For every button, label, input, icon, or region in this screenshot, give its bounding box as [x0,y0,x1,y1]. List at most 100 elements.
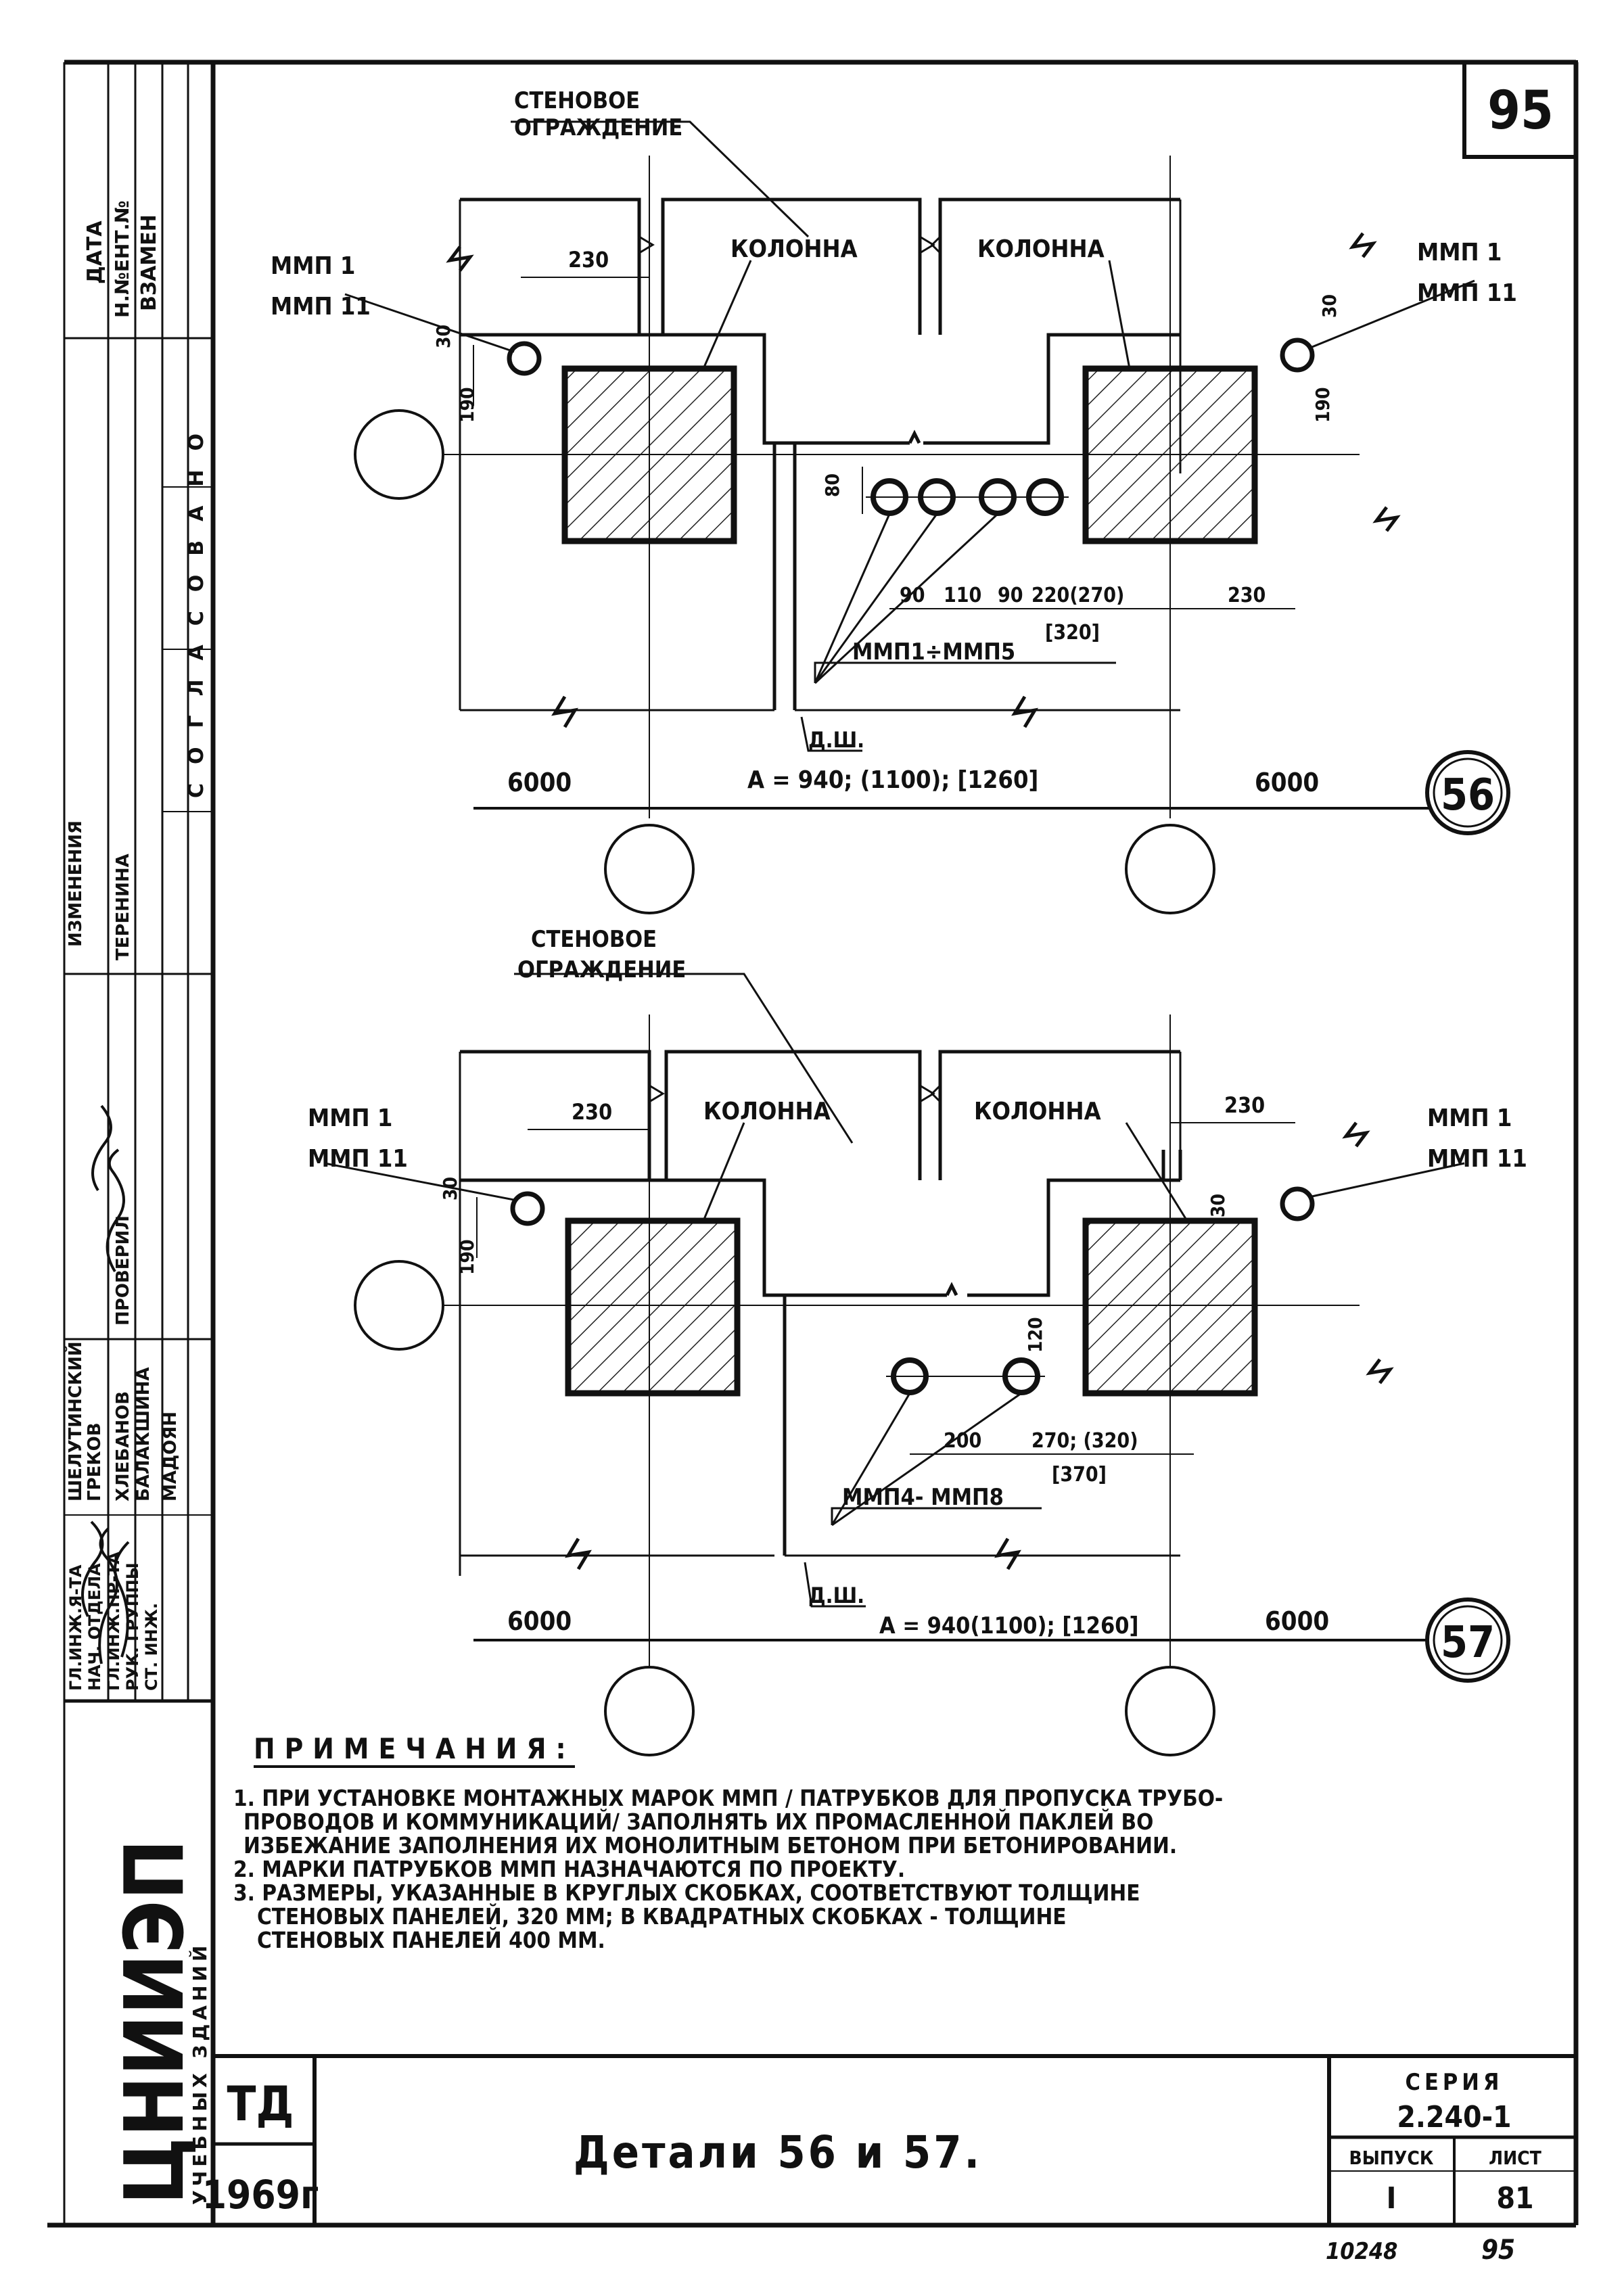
institute-sub: УЧЕБНЫХ ЗДАНИЙ [188,1942,211,2205]
wall-label-57-2: ОГРАЖДЕНИЕ [517,956,686,983]
checker-name: ТЕРЕНИНА [113,854,133,960]
change-label: ИЗМЕНЕНИЯ [66,820,86,947]
span-56-left: 6000 [507,768,572,797]
dim-57-30-right: 30 [1207,1194,1229,1217]
span-57-left: 6000 [507,1606,572,1636]
dim-56-30-right: 30 [1318,294,1341,318]
column-label-57-right: КОЛОННА [974,1098,1101,1125]
detail-number-56-text: 56 [1441,770,1495,820]
mark-57-right-1: ММП 1 [1427,1104,1512,1132]
mark-56-left-2: ММП 11 [271,293,371,321]
dim-56-s1: 90 [900,584,925,607]
dim-57-30-left: 30 [439,1177,461,1200]
dim-57-200: 200 [944,1429,981,1453]
dim-56-s5: 230 [1228,584,1266,607]
dim-57-230-left: 230 [572,1099,612,1125]
institute-name: ЦНИИЭП [108,1839,202,2205]
dim-56-30-left: 30 [432,325,455,348]
leaders-57 [324,973,1465,1608]
role-3: ГЛ.ИНЖ.ПР-ТА [104,1552,123,1691]
tb-issue-value: I [1387,2181,1397,2216]
axis-lines-56 [426,156,1434,818]
wall-label-56-2: ОГРАЖДЕНИЕ [514,114,682,141]
column-57-left [565,1217,741,1397]
role-1: ГЛ.ИНЖ.Я-ТА [66,1564,85,1691]
sidebar-header-inv: Н.№ЕНТ.№ [111,200,133,318]
axis-bubble-56-bottom-right [1125,824,1215,914]
tb-series-label: СЕРИЯ [1406,2069,1504,2096]
note-line-6: СТЕНОВЫХ ПАНЕЛЕЙ, 320 ММ; В КВАДРАТНЫХ С… [257,1903,1067,1930]
dim-56-bracket: [320] [1045,621,1100,645]
dims-57 [476,1122,1295,1455]
pipe-56-right [1280,337,1315,373]
tb-issue-label: ВЫПУСК [1349,2147,1434,2169]
name-4: БАЛАКШИНА [133,1367,154,1501]
sidebar-header-replace: ВЗАМЕН [137,214,161,311]
dw-56: Д.Ш. [808,727,864,753]
notes: ПРИМЕЧАНИЯ: 1. ПРИ УСТАНОВКЕ МОНТАЖНЫХ М… [233,1732,1223,1953]
tb-series-value: 2.240-1 [1397,2100,1511,2135]
span-56-right: 6000 [1255,768,1319,797]
role-5: СТ. ИНЖ. [142,1603,161,1691]
pipe-marks-56: ММП1÷ММП5 [852,638,1015,666]
name-2: ГРЕКОВ [85,1422,105,1501]
axis-bubble-57-left [354,1260,444,1351]
axis-bubble-56-left [354,409,444,500]
span-57-right: 6000 [1265,1606,1329,1636]
dw-57: Д.Ш. [808,1583,864,1608]
tb-title: Детали 56 и 57. [574,2126,982,2178]
break-marks-56 [446,232,1401,728]
formula-57: А = 940(1100); [1260] [879,1612,1139,1639]
dim-57-bracket: [370] [1052,1463,1107,1487]
role-4: РУК. ГРУППЫ [123,1562,142,1691]
tb-sheet-label: ЛИСТ [1489,2147,1541,2169]
note-line-5: 3. РАЗМЕРЫ, УКАЗАННЫЕ В КРУГЛЫХ СКОБКАХ,… [233,1880,1140,1906]
axis-bubble-57-bottom-left [604,1666,695,1756]
formula-56: А = 940; (1100); [1260] [747,766,1038,794]
sidebar-approval-title: СОГЛАСОВАНО [185,415,208,798]
dims-56 [473,277,1295,609]
signature-5 [91,1104,112,1192]
pipe-56-left [507,341,542,376]
detail-number-56: 56 [1425,750,1510,835]
wall-outline-56 [459,197,1182,712]
mark-56-left-1: ММП 1 [271,252,355,280]
pipe-marks-57: ММП4- ММП8 [842,1484,1004,1511]
detail-57: СТЕНОВОЕ ОГРАЖДЕНИЕ КОЛОННА КОЛОННА ММП … [308,926,1527,1756]
axis-bubble-57-bottom-right [1125,1666,1215,1756]
signature-3 [114,1541,130,1658]
sidebar-header-date: ДАТА [83,220,107,284]
axis-bubble-56-bottom-left [604,824,695,914]
column-label-56-left: КОЛОННА [730,235,858,263]
mark-56-right-1: ММП 1 [1417,239,1502,266]
mark-57-left-2: ММП 11 [308,1145,408,1173]
tb-year: 1969г [202,2172,319,2218]
dim-57-190-left: 190 [456,1239,478,1275]
signature-1 [81,1520,104,1617]
dim-56-s3: 90 [998,584,1023,607]
name-5: МАДОЯН [160,1412,181,1501]
detail-number-57-text: 57 [1441,1618,1495,1668]
dim-56-190-right: 190 [1312,387,1334,423]
dim-56-s4: 220(270) [1031,584,1124,607]
mark-57-left-1: ММП 1 [308,1104,392,1132]
notes-title: ПРИМЕЧАНИЯ: [254,1732,576,1765]
stamp-page: 95 [1481,2235,1515,2266]
name-1: ШЕЛУТИНСКИЙ [64,1341,86,1501]
dim-57-230-right: 230 [1224,1092,1265,1118]
stamp-number: 10248 [1326,2238,1397,2265]
column-label-57-left: КОЛОННА [703,1098,831,1125]
pipe-57-left [510,1191,545,1226]
note-line-1: 1. ПРИ УСТАНОВКЕ МОНТАЖНЫХ МАРОК ММП / П… [233,1785,1223,1811]
tb-code: ТД [227,2076,294,2132]
leaders-56 [344,120,1475,752]
wall-label-57-1: СТЕНОВОЕ [531,926,657,953]
signature-4 [106,1148,125,1273]
dim-56-80: 80 [821,473,843,497]
detail-56: СТЕНОВОЕ ОГРАЖДЕНИЕ КОЛОННА КОЛОННА ММП … [271,87,1517,914]
dim-56-s2: 110 [944,584,981,607]
mark-56-right-2: ММП 11 [1417,279,1517,307]
note-line-2: ПРОВОДОВ И КОММУНИКАЦИЙ/ ЗАПОЛНЯТЬ ИХ ПР… [243,1808,1153,1835]
break-marks-57 [565,1121,1394,1570]
sidebar: ДАТА Н.№ЕНТ.№ ВЗАМЕН СОГЛАСОВАНО ГЛ.ИНЖ.… [64,62,213,2205]
